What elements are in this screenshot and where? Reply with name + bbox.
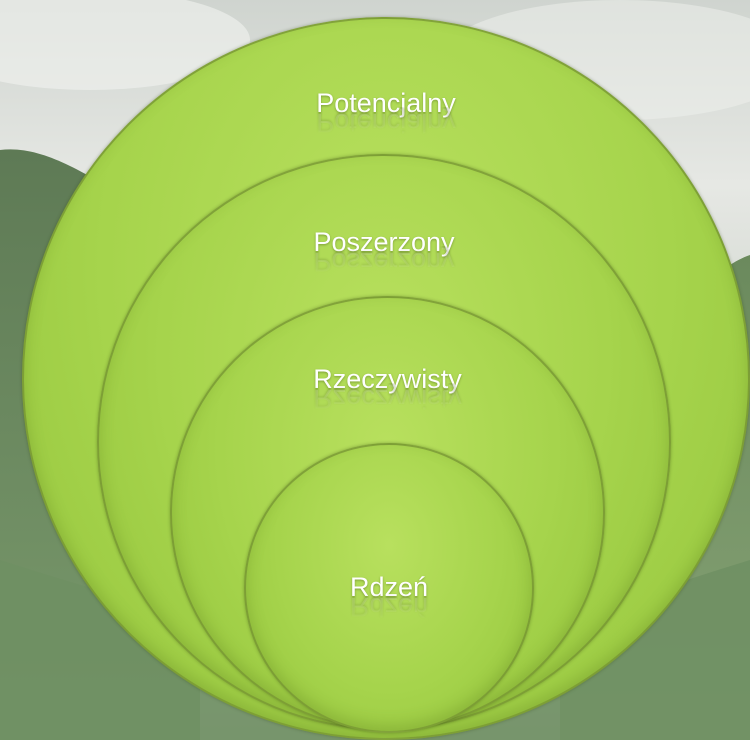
ring-label-rzeczywisty: Rzeczywisty (172, 363, 603, 395)
ring-label-rdzen: Rdzeń (246, 571, 532, 603)
diagram-ring-core: Rdzeń (244, 443, 534, 733)
ring-label-poszerzony: Poszerzony (99, 226, 669, 258)
ring-label-potencjalny: Potencjalny (24, 87, 748, 119)
